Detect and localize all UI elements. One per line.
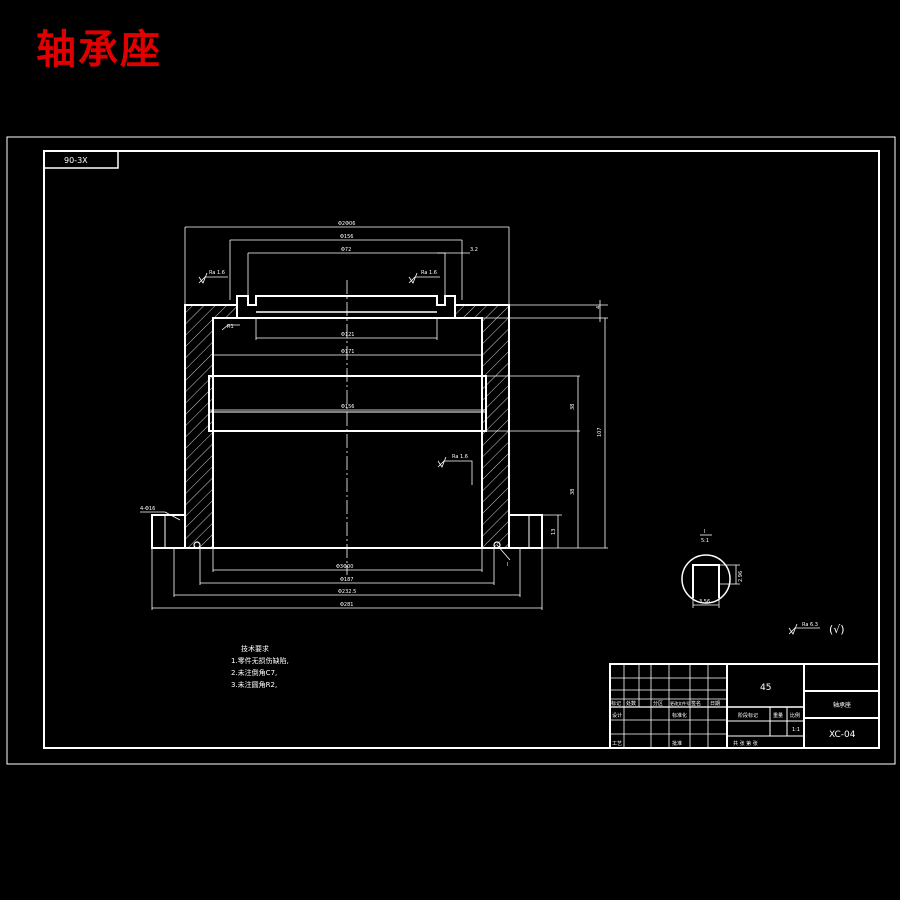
roughness-right: Ra 1.6: [421, 270, 437, 276]
dim-right-low: 38: [570, 489, 576, 495]
base-right: [509, 514, 543, 549]
notes-title: 技术要求: [241, 644, 269, 653]
dim-base-overall: Φ281: [340, 602, 353, 608]
dim-right-top: 4: [596, 306, 602, 309]
tb-process: 工艺: [612, 741, 622, 747]
dim-top-outer: Φ2Φ06: [338, 221, 355, 227]
dim-bore-upper-2: Φ171: [341, 349, 354, 355]
tb-stage: 阶段标记: [738, 712, 758, 719]
tb-drawing-no: XC-04: [829, 730, 856, 740]
roughness-symbols: [198, 272, 798, 635]
code-tab: [43, 150, 119, 169]
dim-bore-mid: Φ156: [341, 404, 354, 410]
general-roughness-other: (√): [829, 623, 845, 636]
roughness-inner: Ra 1.6: [452, 454, 468, 460]
tb-label-count: 处数: [626, 700, 636, 707]
detail-scale: 5:1: [701, 538, 709, 544]
bearing-seat-section: [151, 280, 543, 575]
notes-line-2: 2.未注倒角C7,: [231, 668, 277, 677]
dim-top-small: 3.2: [470, 247, 478, 253]
tb-sheets: 共 张 第 张: [733, 740, 758, 747]
tb-scale-value: 1:1: [792, 727, 800, 733]
detail-width: 3.56: [699, 599, 710, 605]
notes-line-1: 1.零件无损伤缺陷,: [231, 656, 289, 665]
tb-label-date: 日期: [710, 701, 720, 707]
general-roughness: Ra 6.3: [802, 622, 818, 628]
dim-right-mid: 38: [570, 404, 576, 410]
tb-standard: 标准化: [672, 712, 687, 719]
inner-frame: [43, 150, 880, 749]
notes-line-3: 3.未注圆角R2,: [231, 680, 277, 689]
dim-base-2: Φ232.5: [338, 589, 356, 595]
dim-top-flange: Φ156: [340, 234, 353, 240]
drawing-heading: 轴承座: [36, 26, 162, 73]
tb-label-change: 更改文件号: [670, 700, 690, 706]
detail-height: 2.96: [738, 571, 744, 582]
outer-frame: [6, 136, 896, 765]
left-wall-hatch: [184, 304, 238, 549]
tb-part-name: 轴承座: [833, 701, 851, 709]
bore-upper: [208, 318, 214, 548]
tb-material: 45: [760, 683, 771, 693]
tb-label-mark: 标记: [611, 700, 621, 707]
dim-holes: 4-Φ16: [140, 506, 155, 512]
dim-bore-upper-1: Φ121: [341, 332, 354, 338]
dim-chamfer: R1: [227, 324, 234, 330]
detail-label: I: [704, 529, 705, 535]
tb-approve: 批准: [672, 740, 682, 747]
dim-right-height: 107: [597, 427, 603, 437]
dim-top-groove: Φ72: [341, 247, 351, 253]
dim-base-1: Φ187: [340, 577, 353, 583]
tb-label-sign: 签名: [691, 700, 701, 707]
title-block: [609, 663, 880, 749]
roughness-left: Ra 1.6: [209, 270, 225, 276]
code-tab-text: 90-3X: [64, 156, 88, 165]
tb-scale: 比例: [790, 712, 800, 719]
top-profile: [236, 295, 456, 306]
dim-right-base: 13: [551, 529, 557, 535]
dim-bore-bottom: Φ3Φ00: [336, 564, 353, 570]
detail-view: [681, 534, 740, 608]
base-left: [151, 514, 185, 549]
tb-weight: 重量: [773, 712, 783, 719]
tb-label-zone: 分区: [653, 700, 663, 707]
dimension-lines: [140, 226, 820, 635]
tb-design: 设计: [612, 712, 622, 719]
section-mark: I: [507, 562, 508, 568]
